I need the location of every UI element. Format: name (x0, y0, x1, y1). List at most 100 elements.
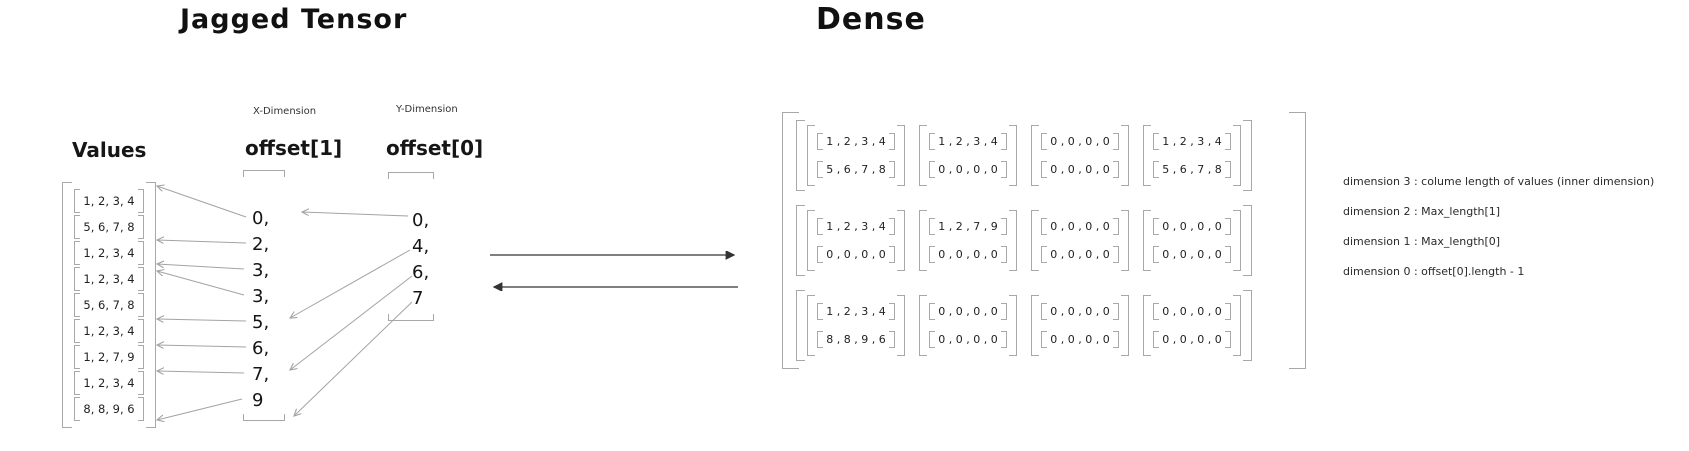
matrix-row: 0 , 0 , 0 , 0 (929, 330, 1007, 349)
offset0-label: offset[0] (386, 136, 484, 160)
matrix-row-text: 1 , 2 , 3 , 4 (938, 135, 998, 148)
conversion-arrows (490, 255, 738, 287)
matrix-row-text: 0 , 0 , 0 , 0 (1050, 248, 1110, 261)
offset0-bottom-bracket (388, 314, 434, 321)
matrix-row-text: 0 , 0 , 0 , 0 (1162, 333, 1222, 346)
offset1-top-bracket (243, 170, 285, 177)
values-row-text: 8, 8, 9, 6 (83, 402, 135, 416)
x-dimension-label: X-Dimension (253, 106, 317, 117)
matrix-row-text: 8 , 8 , 9 , 6 (826, 333, 886, 346)
matrix-row: 0 , 0 , 0 , 0 (1153, 245, 1231, 264)
matrix-row: 0 , 0 , 0 , 0 (1041, 330, 1119, 349)
offset0-top-bracket (388, 172, 434, 179)
values-column: 1, 2, 3, 4 5, 6, 7, 8 1, 2, 3, 4 1, 2, 3… (62, 182, 156, 428)
dense-matrix: 0 , 0 , 0 , 0 0 , 0 , 0 , 0 (1031, 125, 1129, 186)
offset1-value: 2, (252, 233, 270, 255)
matrix-row: 0 , 0 , 0 , 0 (1041, 132, 1119, 151)
annotation-dimension-0: dimension 0 : offset[0].length - 1 (1343, 264, 1525, 278)
offset0-column: 0, 4, 6, 7 (412, 207, 429, 311)
values-row: 8, 8, 9, 6 (74, 396, 144, 422)
matrix-row: 1 , 2 , 3 , 4 (817, 132, 895, 151)
dense-matrix: 1 , 2 , 3 , 4 5 , 6 , 7 , 8 (807, 125, 905, 186)
matrix-row-text: 0 , 0 , 0 , 0 (938, 248, 998, 261)
values-row: 1, 2, 3, 4 (74, 188, 144, 214)
matrix-row-text: 0 , 0 , 0 , 0 (938, 333, 998, 346)
matrix-row-text: 0 , 0 , 0 , 0 (1050, 333, 1110, 346)
matrix-row: 0 , 0 , 0 , 0 (1041, 302, 1119, 321)
values-row-text: 5, 6, 7, 8 (83, 298, 135, 312)
matrix-row: 1 , 2 , 3 , 4 (817, 302, 895, 321)
matrix-row-text: 0 , 0 , 0 , 0 (1162, 220, 1222, 233)
matrix-row: 0 , 0 , 0 , 0 (1153, 217, 1231, 236)
dense-grid-row: 1 , 2 , 3 , 4 0 , 0 , 0 , 0 1 , 2 , 7 , … (796, 205, 1252, 276)
offset0-value: 0, (412, 209, 430, 231)
offset1-column: 0, 2, 3, 3, 5, 6, 7, 9 (252, 205, 269, 413)
matrix-row: 5 , 6 , 7 , 8 (1153, 160, 1231, 179)
matrix-row: 8 , 8 , 9 , 6 (817, 330, 895, 349)
dense-matrix: 0 , 0 , 0 , 0 0 , 0 , 0 , 0 (1143, 210, 1241, 271)
matrix-row-text: 5 , 6 , 7 , 8 (826, 163, 886, 176)
dense-matrix: 0 , 0 , 0 , 0 0 , 0 , 0 , 0 (1031, 295, 1129, 356)
offset0-value: 6, (412, 261, 430, 283)
matrix-row-text: 1 , 2 , 3 , 4 (826, 305, 886, 318)
values-label: Values (72, 138, 147, 162)
offset1-label: offset[1] (245, 136, 343, 160)
dense-matrix: 0 , 0 , 0 , 0 0 , 0 , 0 , 0 (1031, 210, 1129, 271)
annotation-dimension-2: dimension 2 : Max_length[1] (1343, 204, 1501, 218)
matrix-row-text: 0 , 0 , 0 , 0 (1050, 220, 1110, 233)
values-row-text: 1, 2, 7, 9 (83, 350, 135, 364)
values-row: 1, 2, 7, 9 (74, 344, 144, 370)
offset1-value: 3, (252, 285, 270, 307)
matrix-row: 0 , 0 , 0 , 0 (1041, 245, 1119, 264)
values-row-text: 5, 6, 7, 8 (83, 220, 135, 234)
dense-tensor-grid: 1 , 2 , 3 , 4 5 , 6 , 7 , 8 1 , 2 , 3 , … (782, 112, 1306, 369)
dense-matrix: 0 , 0 , 0 , 0 0 , 0 , 0 , 0 (919, 295, 1017, 356)
values-row: 5, 6, 7, 8 (74, 214, 144, 240)
dense-matrix: 1 , 2 , 3 , 4 0 , 0 , 0 , 0 (919, 125, 1017, 186)
matrix-row-text: 1 , 2 , 7 , 9 (938, 220, 998, 233)
offset1-value: 7, (252, 363, 270, 385)
dense-matrix: 0 , 0 , 0 , 0 0 , 0 , 0 , 0 (1143, 295, 1241, 356)
matrix-row: 1 , 2 , 7 , 9 (929, 217, 1007, 236)
values-row: 5, 6, 7, 8 (74, 292, 144, 318)
dense-matrix: 1 , 2 , 3 , 4 0 , 0 , 0 , 0 (807, 210, 905, 271)
matrix-row: 0 , 0 , 0 , 0 (1153, 330, 1231, 349)
annotation-dimension-3: dimension 3 : colume length of values (i… (1343, 174, 1655, 188)
offset1-to-values-arrows (157, 186, 247, 420)
dimension-annotations: dimension 3 : colume length of values (i… (1343, 166, 1654, 286)
offset1-value: 0, (252, 207, 270, 229)
matrix-row: 0 , 0 , 0 , 0 (929, 160, 1007, 179)
matrix-row-text: 0 , 0 , 0 , 0 (938, 163, 998, 176)
values-row: 1, 2, 3, 4 (74, 318, 144, 344)
matrix-row-text: 1 , 2 , 3 , 4 (1162, 135, 1222, 148)
matrix-row: 5 , 6 , 7 , 8 (817, 160, 895, 179)
matrix-row-text: 0 , 0 , 0 , 0 (1162, 305, 1222, 318)
matrix-row: 0 , 0 , 0 , 0 (1041, 160, 1119, 179)
matrix-row: 0 , 0 , 0 , 0 (1041, 217, 1119, 236)
values-row-text: 1, 2, 3, 4 (83, 376, 135, 390)
offset1-value: 6, (252, 337, 270, 359)
offset1-value: 3, (252, 259, 270, 281)
matrix-row: 0 , 0 , 0 , 0 (817, 245, 895, 264)
offset1-value: 5, (252, 311, 270, 333)
dense-matrix: 1 , 2 , 3 , 4 5 , 6 , 7 , 8 (1143, 125, 1241, 186)
offset1-bottom-bracket (243, 414, 285, 421)
jagged-tensor-title: Jagged Tensor (180, 4, 408, 35)
values-row-text: 1, 2, 3, 4 (83, 272, 135, 286)
y-dimension-label: Y-Dimension (396, 104, 458, 115)
dense-grid-row: 1 , 2 , 3 , 4 5 , 6 , 7 , 8 1 , 2 , 3 , … (796, 120, 1252, 191)
matrix-row-text: 1 , 2 , 3 , 4 (826, 220, 886, 233)
values-row-text: 1, 2, 3, 4 (83, 246, 135, 260)
matrix-row-text: 0 , 0 , 0 , 0 (1050, 163, 1110, 176)
matrix-row: 1 , 2 , 3 , 4 (1153, 132, 1231, 151)
matrix-row: 0 , 0 , 0 , 0 (929, 245, 1007, 264)
offset0-value: 7 (412, 287, 424, 309)
matrix-row-text: 0 , 0 , 0 , 0 (1162, 248, 1222, 261)
dense-matrix: 1 , 2 , 3 , 4 8 , 8 , 9 , 6 (807, 295, 905, 356)
annotation-dimension-1: dimension 1 : Max_length[0] (1343, 234, 1501, 248)
matrix-row: 0 , 0 , 0 , 0 (929, 302, 1007, 321)
dense-title: Dense (816, 2, 926, 37)
matrix-row-text: 0 , 0 , 0 , 0 (1050, 135, 1110, 148)
matrix-row: 1 , 2 , 3 , 4 (929, 132, 1007, 151)
